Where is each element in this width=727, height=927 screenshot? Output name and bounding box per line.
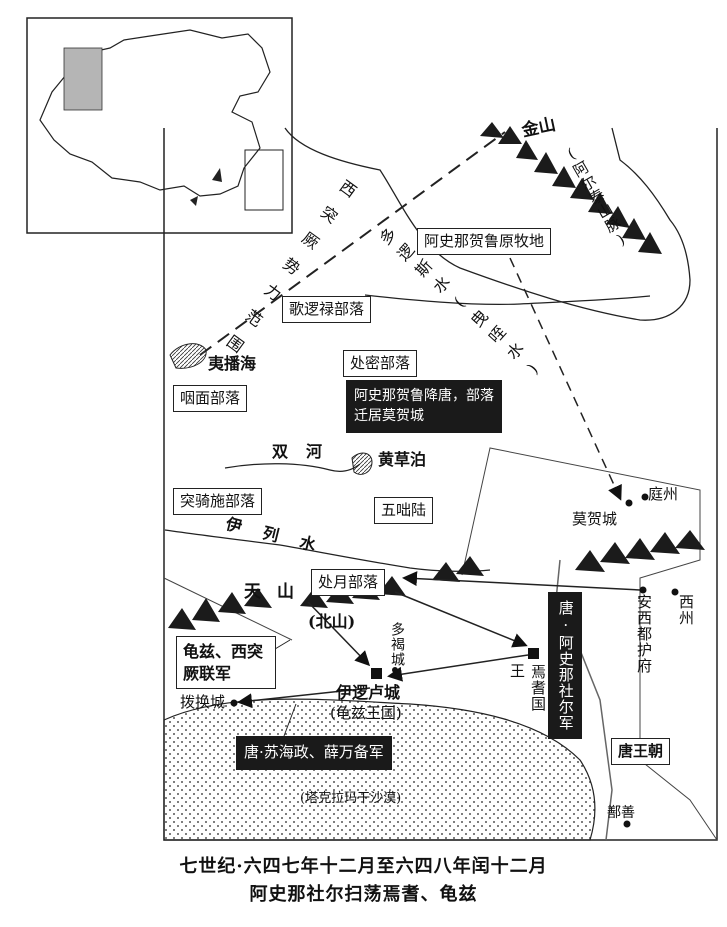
- label-duohecheng: 多褐城: [389, 622, 405, 667]
- duoluosi-river: [364, 294, 651, 305]
- label-yibo-sea: 夷播海: [208, 354, 257, 373]
- altai-mountains: [480, 122, 662, 254]
- callout-helu-surrender: 阿史那贺鲁降唐，部落迁居莫贺城: [346, 380, 502, 433]
- tingzhou-marker: [641, 493, 649, 501]
- label-mohecheng: 莫贺城: [572, 510, 618, 528]
- label-qiuci-kingdom: (龟兹王国): [330, 704, 402, 722]
- label-tianshan: 天山: [244, 582, 310, 602]
- duohe-marker: [392, 667, 398, 673]
- label-shuanghe: 双河: [272, 442, 341, 461]
- anxi-to-chuyue-arrow: [402, 571, 641, 591]
- box-tang-dynasty: 唐王朝: [611, 738, 671, 765]
- label-shanshan: 鄯善: [607, 805, 635, 821]
- su-callout-line: [283, 703, 297, 737]
- mohe-marker: [625, 499, 633, 507]
- label-beishan: (北山): [308, 612, 356, 631]
- yibo-lake: [169, 343, 207, 369]
- xizhou-marker: [671, 588, 679, 596]
- callout-tang-su: 唐·苏海政、薛万备军: [236, 736, 392, 770]
- tianshan-to-yiluolu-arrow: [307, 601, 371, 667]
- bohuan-marker: [230, 699, 238, 707]
- label-xizhou: 西州: [677, 594, 695, 626]
- yiluolu-marker: [371, 668, 382, 679]
- chuyue-to-yanqi-arrow: [394, 591, 528, 648]
- box-yanmian: 咽面部落: [173, 385, 248, 412]
- yanqi-to-yiluolu-arrow: [387, 654, 529, 682]
- huangcaopo-lake: [351, 452, 373, 475]
- yanqi-marker: [528, 648, 539, 659]
- shanshan-marker: [623, 820, 631, 828]
- callout-tang-ashina: 唐·阿史那社尔军: [548, 592, 582, 739]
- label-yanqi-wang: 王: [510, 662, 526, 680]
- label-huangcaopo: 黄草泊: [378, 450, 427, 469]
- inset-hainan: [190, 196, 198, 206]
- label-taklamakan: (塔克拉玛干沙漠): [300, 791, 402, 806]
- label-bohuancheng: 拨换城: [180, 693, 226, 711]
- inset-taiwan: [212, 168, 222, 182]
- shuanghe-river: [224, 463, 361, 472]
- anxi-marker: [639, 586, 647, 594]
- label-yanqi: 焉耆国: [529, 664, 547, 712]
- inset-highlight-region: [63, 47, 103, 111]
- west-turk-boundary: [199, 131, 506, 356]
- yiluolu-to-bohuan-arrow: [237, 687, 371, 709]
- box-chuyue: 处月部落: [311, 569, 386, 596]
- tianshan-east-mountains: [432, 530, 705, 582]
- caption-line-1: 七世纪·六四七年十二月至六四八年闰十二月: [179, 856, 548, 877]
- northern-coast: [284, 127, 691, 321]
- tang-frontier: [461, 447, 718, 841]
- box-tuqishi: 突骑施部落: [173, 488, 263, 515]
- label-yiluolucheng: 伊逻卢城: [336, 683, 401, 702]
- box-geluolu: 歌逻禄部落: [282, 296, 372, 323]
- box-qiuci-allied: 龟兹、西突厥联军: [176, 636, 276, 690]
- label-tingzhou: 庭州: [648, 485, 679, 503]
- inset-china-outline: [39, 29, 271, 197]
- inset-south-sea-box: [244, 149, 284, 211]
- label-anxi: 安西都护府: [635, 594, 653, 674]
- box-ashina-pasture: 阿史那贺鲁原牧地: [417, 228, 552, 255]
- caption-line-2: 阿史那社尔扫荡焉耆、龟兹: [249, 884, 478, 905]
- helu-migration-arrow: [509, 257, 622, 501]
- box-wuduolu: 五咄陆: [374, 497, 434, 524]
- box-chumi: 处密部落: [343, 350, 418, 377]
